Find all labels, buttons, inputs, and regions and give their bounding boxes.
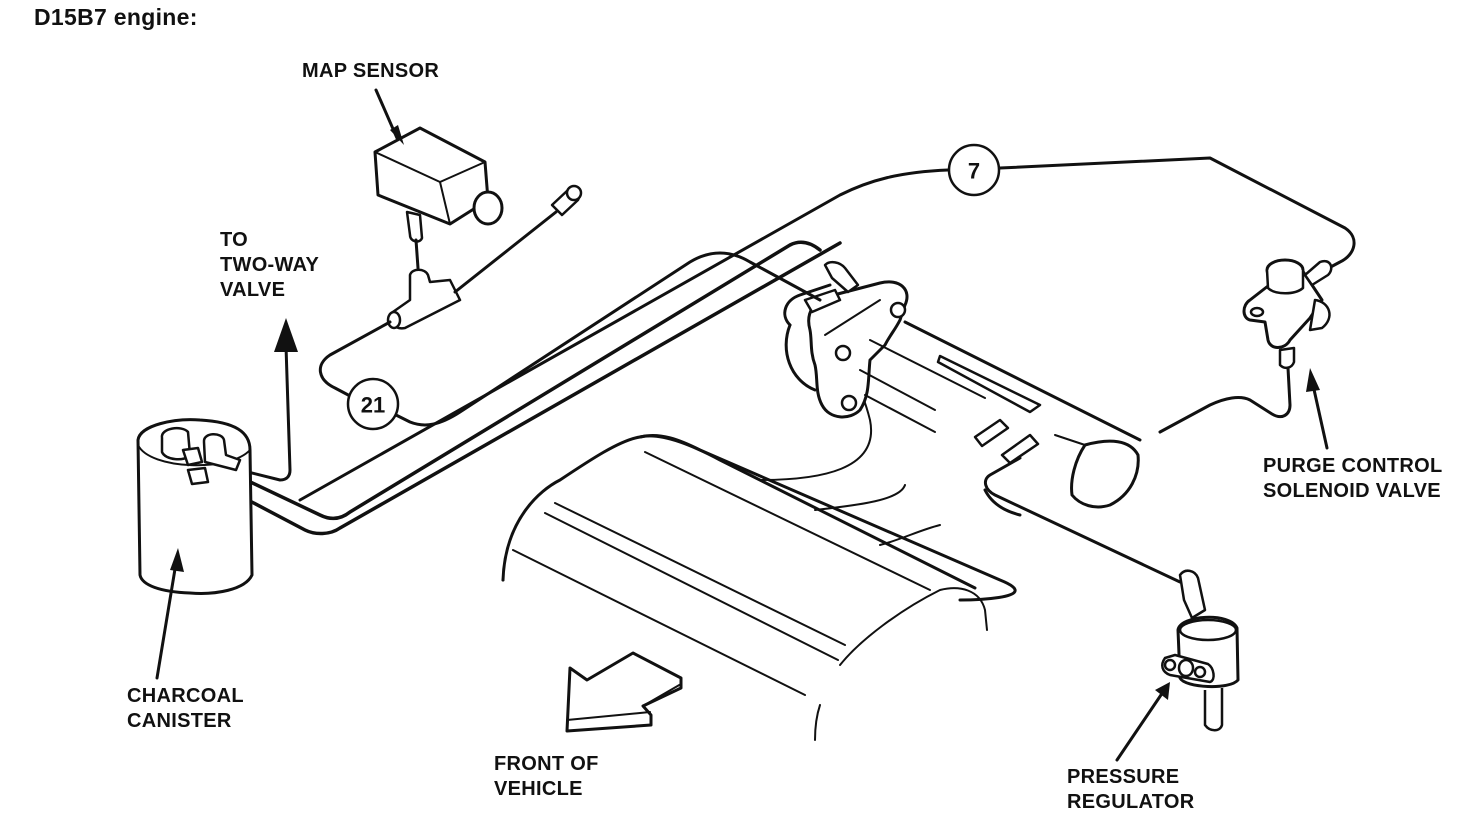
label-canister-line-1: CHARCOAL <box>127 685 244 707</box>
charcoal-canister <box>136 418 254 595</box>
label-charcoal-canister: CHARCOAL CANISTER <box>127 684 244 734</box>
canister-arrow <box>170 548 184 572</box>
pressure-regulator-leader <box>1115 690 1165 762</box>
label-pressure-regulator: PRESSURE REGULATOR <box>1067 765 1195 815</box>
label-map-sensor: MAP SENSOR <box>302 60 440 82</box>
canister-leader <box>155 561 178 680</box>
map-sensor <box>373 126 583 330</box>
intake-manifold <box>501 379 1017 741</box>
throttle-body <box>783 260 1142 517</box>
two-way-valve-hose <box>238 344 292 482</box>
label-front-of-vehicle: FRONT OF VEHICLE <box>494 752 599 802</box>
label-two-way-valve: TO TWO-WAY VALVE <box>220 228 319 303</box>
hose-7-left <box>298 168 950 502</box>
label-front-line-2: VEHICLE <box>494 778 583 800</box>
hose-21-right <box>394 251 822 427</box>
callout-21-text: 21 <box>361 393 385 418</box>
canister-hose-a <box>223 240 822 521</box>
label-canister-line-2: CANISTER <box>127 710 232 732</box>
pressure-regulator-arrow <box>1155 682 1170 700</box>
purge-to-manifold-hose <box>1158 366 1292 434</box>
purge-control-leader <box>1311 383 1329 450</box>
hose-7-right <box>998 156 1356 272</box>
hose-21-left <box>319 320 392 399</box>
label-pressure-line-1: PRESSURE <box>1067 766 1180 788</box>
canister-hose-b <box>208 241 842 536</box>
label-two-way-line-1: TO <box>220 229 249 251</box>
label-pressure-line-2: REGULATOR <box>1067 791 1195 813</box>
purge-control-solenoid <box>1242 258 1333 370</box>
diagram-title: D15B7 engine: <box>34 4 198 30</box>
callout-7-text: 7 <box>968 159 980 184</box>
label-purge-line-2: SOLENOID VALVE <box>1263 480 1441 502</box>
label-purge-control: PURGE CONTROL SOLENOID VALVE <box>1263 454 1442 504</box>
label-two-way-line-3: VALVE <box>220 279 286 301</box>
label-two-way-line-2: TWO-WAY <box>220 254 320 276</box>
two-way-valve-arrow <box>274 318 298 352</box>
callout-hose-7: 7 <box>947 143 1001 197</box>
front-of-vehicle-arrow <box>565 651 683 733</box>
map-sensor-arrow <box>390 125 404 145</box>
callout-hose-21: 21 <box>346 377 400 431</box>
pressure-regulator <box>983 456 1240 732</box>
label-front-line-1: FRONT OF <box>494 753 599 775</box>
purge-control-arrow <box>1306 368 1320 392</box>
label-purge-line-1: PURGE CONTROL <box>1263 455 1443 477</box>
